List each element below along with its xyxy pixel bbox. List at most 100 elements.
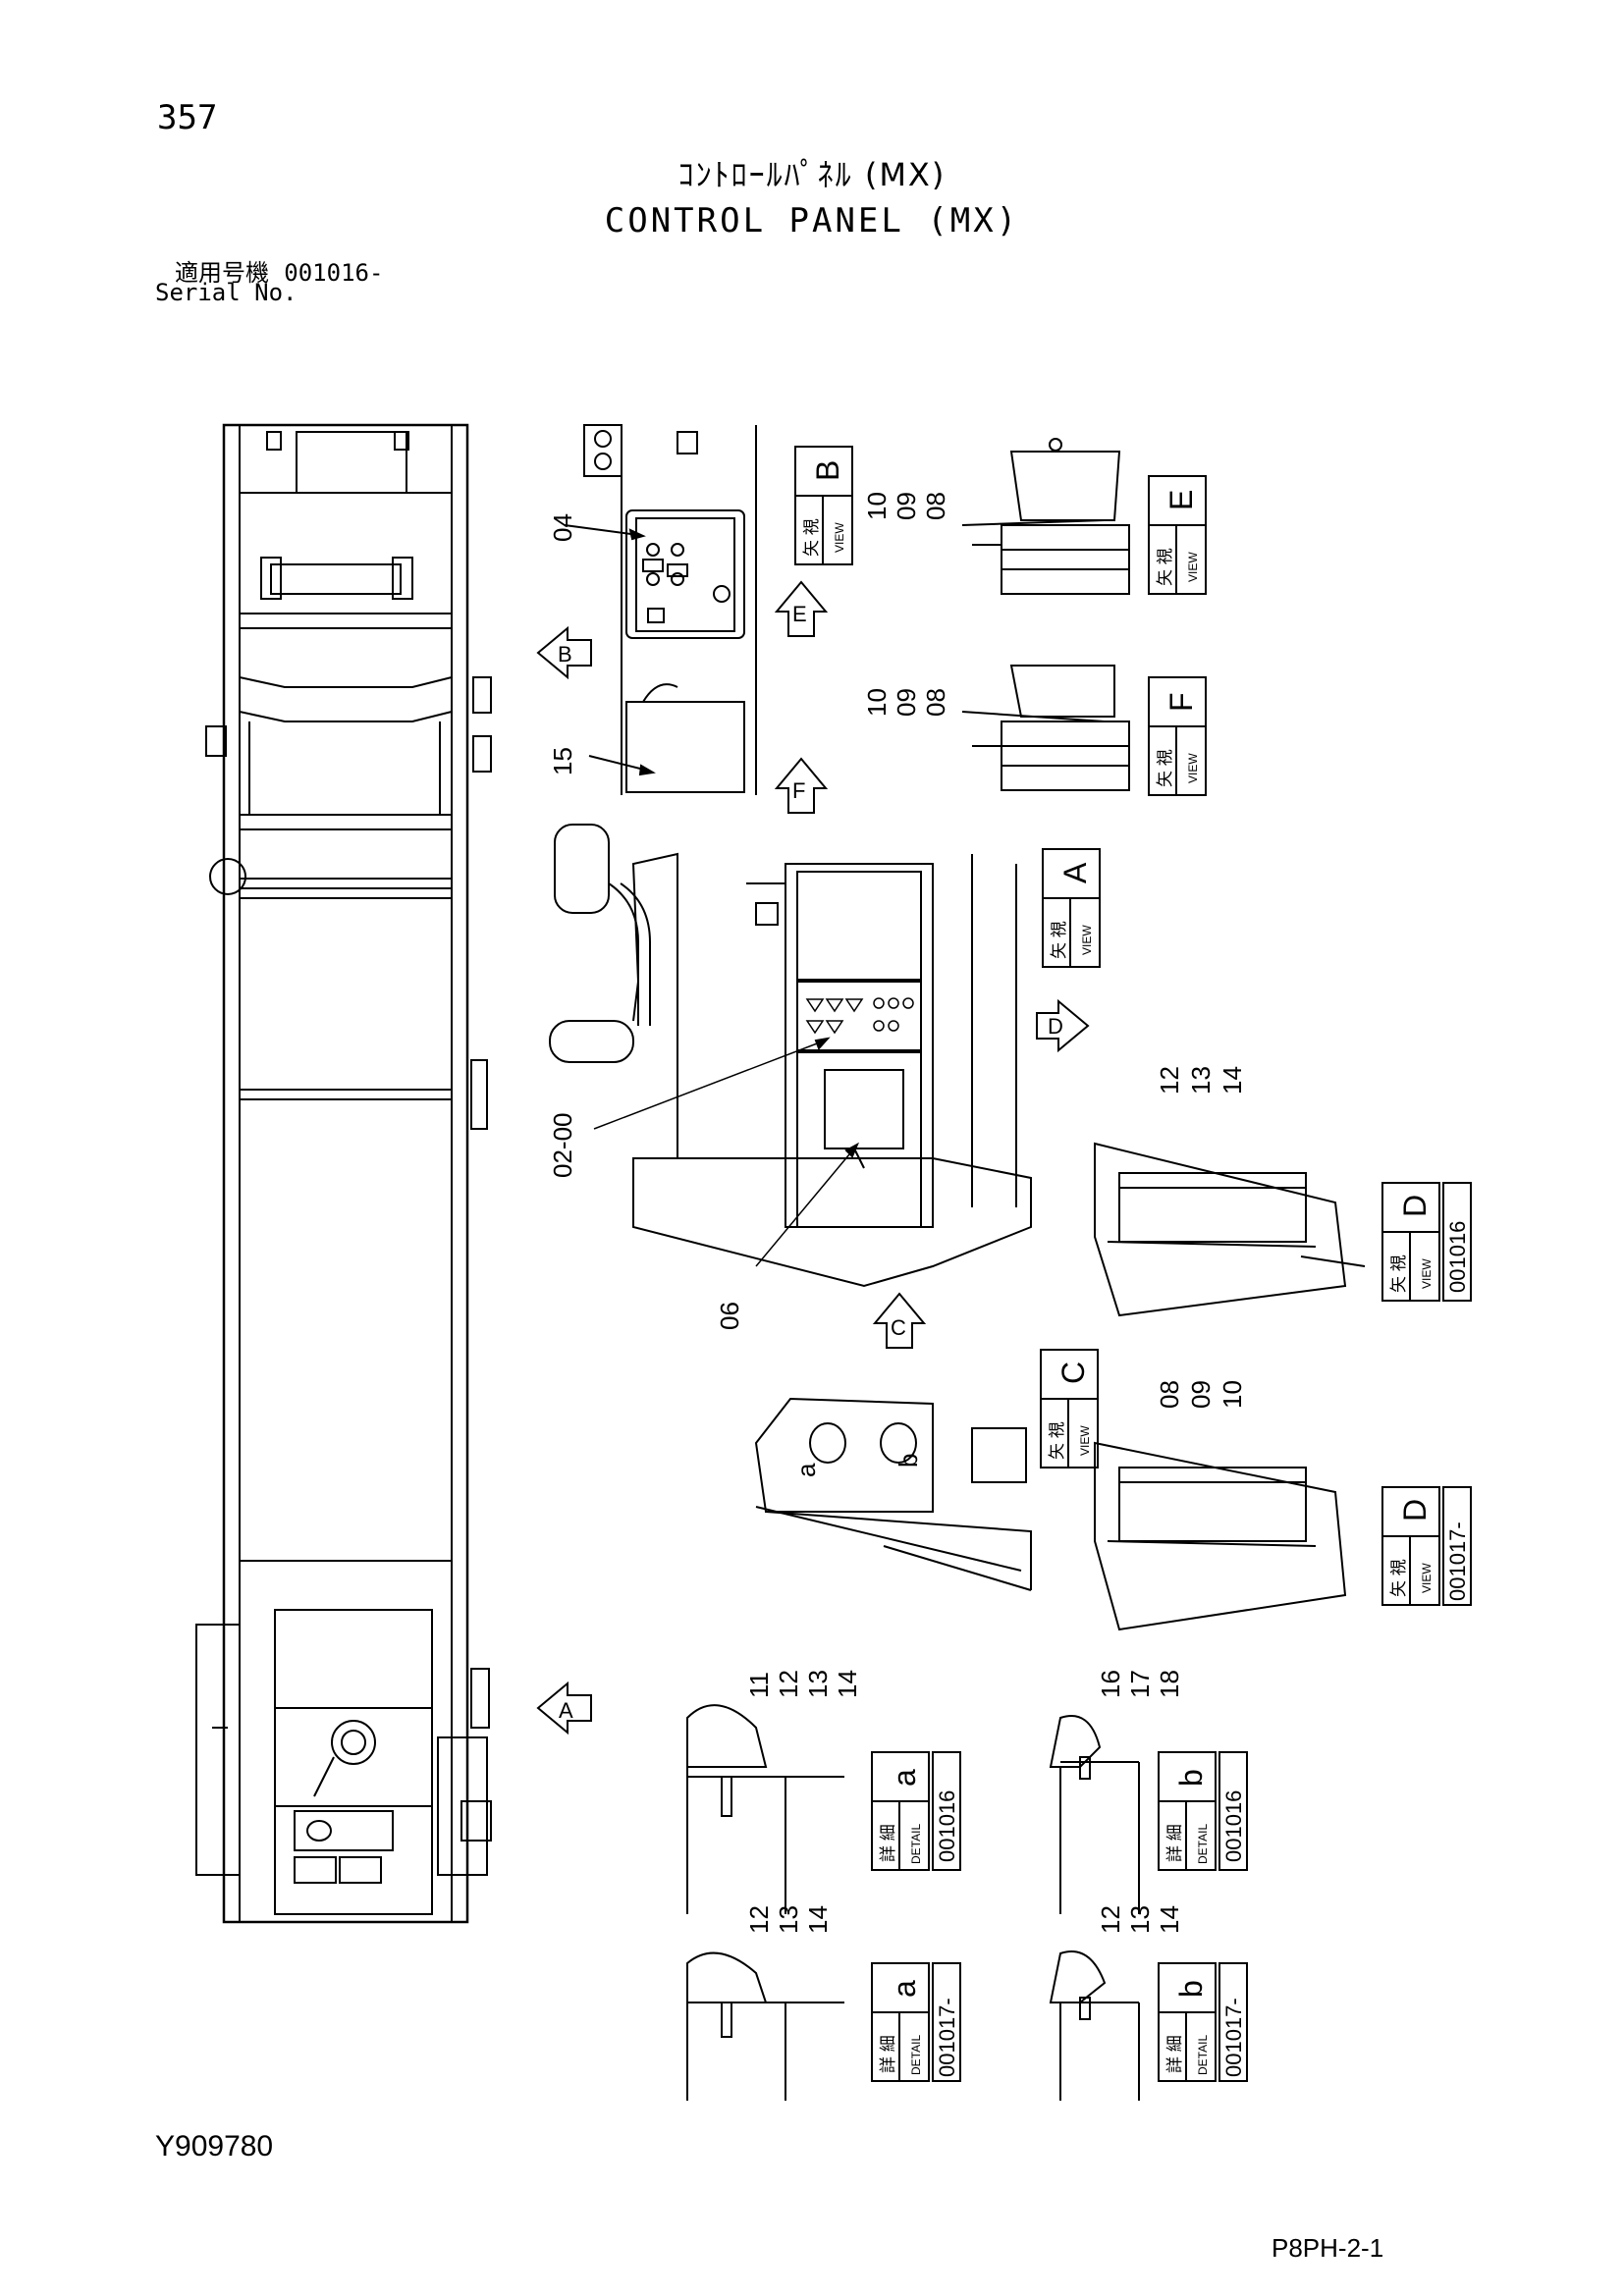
view-box-d2-serial: 001017- [1445,1522,1470,1601]
view-arrow-b-letter: B [558,642,572,667]
detail-b2-drawing [1049,1950,1140,2101]
callout-detail-a2-13: 13 [774,1905,803,1934]
serial-line-japanese: 適用号機 001016- [175,253,383,288]
callout-detail-a1-14: 14 [833,1670,862,1698]
callout-detail-b1-17: 17 [1125,1670,1155,1698]
callout-view-b-10: 10 [862,492,892,520]
detail-box-a1-letter: a [887,1769,922,1787]
callout-view-d2-09: 09 [1186,1380,1216,1409]
view-arrow-c-letter: C [891,1315,906,1340]
document-code: Y909780 [155,2130,274,2163]
callout-detail-a1-13: 13 [803,1670,833,1698]
view-box-d1-letter: D [1397,1195,1433,1217]
detail-box-a1: 詳 細 DETAIL a 001016 [871,1751,961,1871]
view-box-d2-en: VIEW [1420,1563,1434,1593]
title-japanese: ｺﾝﾄﾛｰﾙﾊﾟﾈﾙ (MX) [677,156,947,193]
detail-a1-drawing [686,1704,844,1914]
detail-box-a2-serial: 001017- [935,1998,959,2077]
callout-04: 04 [548,513,577,542]
detail-box-b1: 詳 細 DETAIL b 001016 [1158,1751,1248,1871]
view-box-c-en: VIEW [1078,1425,1092,1456]
view-arrow-d: D [1036,998,1090,1053]
detail-box-b2-letter: b [1173,1980,1209,1998]
callout-detail-b2-12: 12 [1096,1905,1125,1934]
view-b-area [564,424,757,795]
detail-box-b1-serial: 001016 [1221,1790,1246,1862]
view-box-e-letter: E [1164,490,1199,510]
callout-02-00: 02-00 [548,1113,577,1179]
view-d1-drawing [1094,1142,1366,1317]
view-box-b-letter: B [810,460,845,481]
detail-box-b2: 詳 細 DETAIL b 001017- [1158,1962,1248,2082]
view-d2-drawing [1094,1441,1347,1631]
view-box-b-en: VIEW [833,522,846,553]
callout-detail-a2-14: 14 [803,1905,833,1934]
view-c-letter-b: b [893,1454,923,1468]
view-arrow-c: C [872,1292,927,1349]
view-arrow-a: A [536,1681,592,1735]
view-f-drawing [961,665,1130,791]
view-box-d1-serial: 001016 [1445,1221,1470,1293]
view-arrow-f-letter: F [792,778,805,803]
callout-view-d1-12: 12 [1155,1066,1184,1095]
main-frame-assembly [195,423,492,1924]
detail-box-a2-en: DETAIL [909,2035,923,2075]
callout-detail-b2-14: 14 [1155,1905,1184,1934]
detail-box-a1-serial: 001016 [935,1790,959,1862]
view-box-f-jp: 矢 視 [1156,749,1174,787]
view-box-f-en: VIEW [1186,753,1200,783]
view-c-detail-letters: a b [791,1454,923,1477]
detail-box-a2-jp: 詳 細 [879,2035,897,2073]
view-box-b-jp: 矢 視 [802,518,821,557]
serial-label-english: Serial No. [155,279,298,306]
view-arrow-a-letter: A [559,1698,573,1723]
callout-detail-a1-12: 12 [774,1670,803,1698]
detail-box-b2-en: DETAIL [1196,2035,1210,2075]
detail-b1-drawing [1049,1715,1140,1914]
callout-view-d1-13: 13 [1186,1066,1216,1095]
callout-detail-a2-12: 12 [744,1905,774,1934]
view-arrow-b: B [536,625,592,680]
view-c-letter-a: a [791,1463,821,1477]
view-arrow-d-letter: D [1048,1014,1063,1039]
callout-detail-a1-11: 11 [744,1672,774,1698]
callout-detail-b1-18: 18 [1155,1670,1184,1698]
callout-view-f-09: 09 [892,688,921,717]
callout-detail-b1-16: 16 [1096,1670,1125,1698]
detail-box-a1-en: DETAIL [909,1824,923,1864]
view-box-a-letter: A [1057,862,1093,883]
view-box-a-en: VIEW [1080,925,1094,955]
view-box-f: 矢 視 VIEW F [1148,676,1207,796]
view-box-c-jp: 矢 視 [1048,1421,1066,1460]
view-box-d1: 矢 視 VIEW D 001016 [1381,1182,1472,1302]
callout-view-b-08: 08 [921,492,950,520]
view-box-a-jp: 矢 視 [1050,921,1068,959]
callout-view-d2-10: 10 [1218,1380,1247,1409]
view-arrow-e: E [774,580,829,637]
callout-view-d1-14: 14 [1218,1066,1247,1095]
callout-06: 06 [715,1302,744,1330]
detail-box-b2-jp: 詳 細 [1165,2035,1184,2073]
view-box-e-en: VIEW [1186,552,1200,582]
view-box-d1-en: VIEW [1420,1258,1434,1289]
detail-box-b1-jp: 詳 細 [1165,1824,1184,1862]
view-box-d1-jp: 矢 視 [1389,1255,1408,1293]
callout-15: 15 [548,747,577,775]
view-arrow-e-letter: E [792,602,807,626]
detail-box-a1-jp: 詳 細 [879,1824,897,1862]
detail-box-a2: 詳 細 DETAIL a 001017- [871,1962,961,2082]
detail-box-b1-en: DETAIL [1196,1824,1210,1864]
view-arrow-f: F [774,757,829,814]
view-box-c: 矢 視 VIEW C [1040,1349,1099,1468]
detail-box-b2-serial: 001017- [1221,1998,1246,2077]
detail-box-b1-letter: b [1173,1769,1209,1787]
view-box-a: 矢 視 VIEW A [1042,848,1101,968]
view-box-d2-letter: D [1397,1499,1433,1522]
serial-value: 001016- [284,259,384,287]
page-number: 357 [157,98,218,137]
detail-a2-drawing [686,1951,844,2101]
view-c-drawing [754,1397,1032,1591]
view-box-f-letter: F [1164,692,1199,712]
callout-view-d2-08: 08 [1155,1380,1184,1409]
